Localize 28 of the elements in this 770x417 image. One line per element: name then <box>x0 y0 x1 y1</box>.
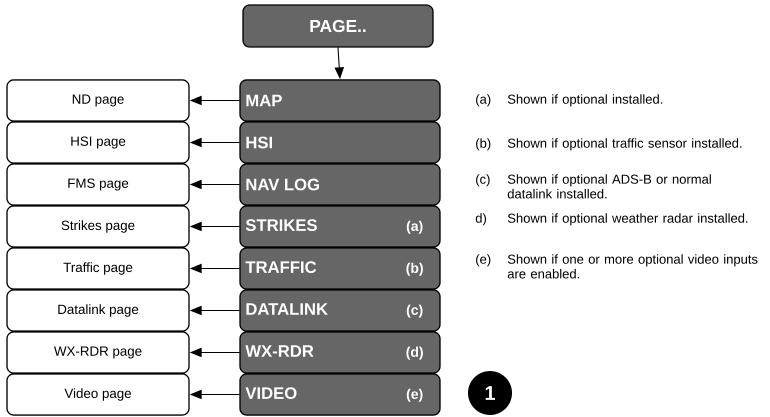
menu-item-box: TRAFFIC (b) <box>239 247 441 290</box>
note-marker: (a) <box>476 94 490 106</box>
note-text: Shown if optional traffic sensor installed. <box>508 138 742 150</box>
menu-item-box: STRIKES (a) <box>239 205 441 248</box>
note-marker: d) <box>476 213 486 226</box>
page-box: Video page <box>6 373 190 416</box>
page-box: WX-RDR page <box>6 331 190 374</box>
note-text: Shown if one or more optional video inputs are enabled. <box>508 254 758 278</box>
menu-item-box: NAV LOG <box>239 163 441 206</box>
menu-header-box: PAGE.. <box>242 4 434 48</box>
note-text: Shown if optional installed. <box>508 94 662 106</box>
menu-item-box: HSI <box>239 121 441 164</box>
page-box: Traffic page <box>6 247 190 290</box>
menu-item-box: VIDEO (e) <box>239 373 441 416</box>
page-box: ND page <box>6 79 190 122</box>
note-text: Shown if optional ADS-B or normal datalink installed. <box>508 174 711 198</box>
page-box: Strikes page <box>6 205 190 248</box>
note-marker: (c) <box>476 174 490 186</box>
page-box: FMS page <box>6 163 190 206</box>
note-marker: (b) <box>476 138 490 150</box>
menu-item-box: WX-RDR (d) <box>239 331 441 374</box>
page-box: Datalink page <box>6 289 190 332</box>
menu-item-box: DATALINK (c) <box>239 289 441 332</box>
note-text: Shown if optional weather radar installed. <box>508 213 748 226</box>
menu-item-box: MAP <box>239 79 441 122</box>
note-marker: (e) <box>476 254 490 266</box>
page-box: HSI page <box>6 121 190 164</box>
callout-number: 1 <box>468 371 512 415</box>
